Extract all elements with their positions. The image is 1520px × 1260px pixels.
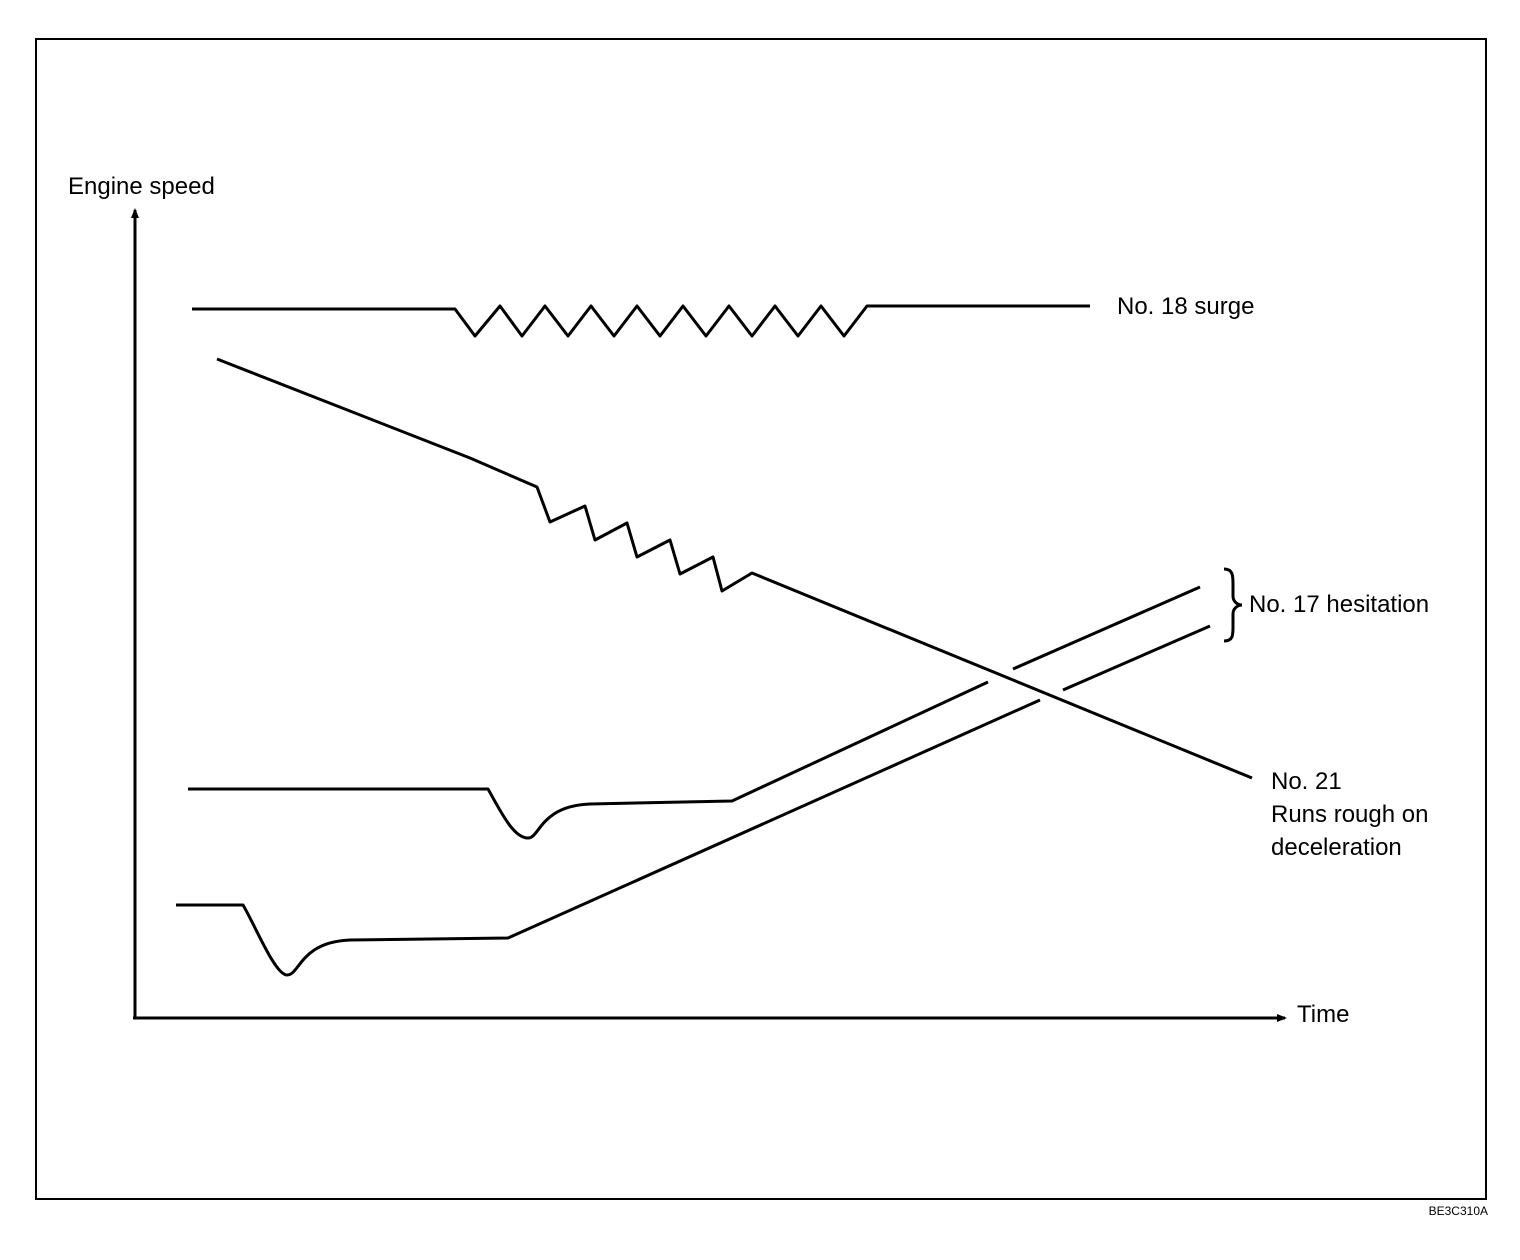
diagram-frame	[35, 38, 1487, 1200]
hesitation-curve-upper	[188, 680, 989, 840]
hesitation-curve-lower-end	[1062, 624, 1211, 692]
rough-number-label: No. 21	[1271, 768, 1342, 795]
x-axis-label: Time	[1297, 1001, 1349, 1028]
surge-label: No. 18 surge	[1117, 293, 1254, 320]
hesitation-label: No. 17 hesitation	[1249, 591, 1429, 618]
rough-deceleration-curve	[216, 357, 1253, 780]
hesitation-curve-lower	[176, 698, 1041, 977]
hesitation-brace	[1223, 567, 1243, 643]
rough-line2-label: deceleration	[1271, 834, 1402, 861]
rough-line1-label: Runs rough on	[1271, 801, 1428, 828]
hesitation-curve-upper-end	[1012, 585, 1201, 671]
y-axis-label: Engine speed	[68, 173, 215, 200]
surge-curve	[192, 304, 1090, 338]
figure-code: BE3C310A	[1428, 1204, 1488, 1218]
